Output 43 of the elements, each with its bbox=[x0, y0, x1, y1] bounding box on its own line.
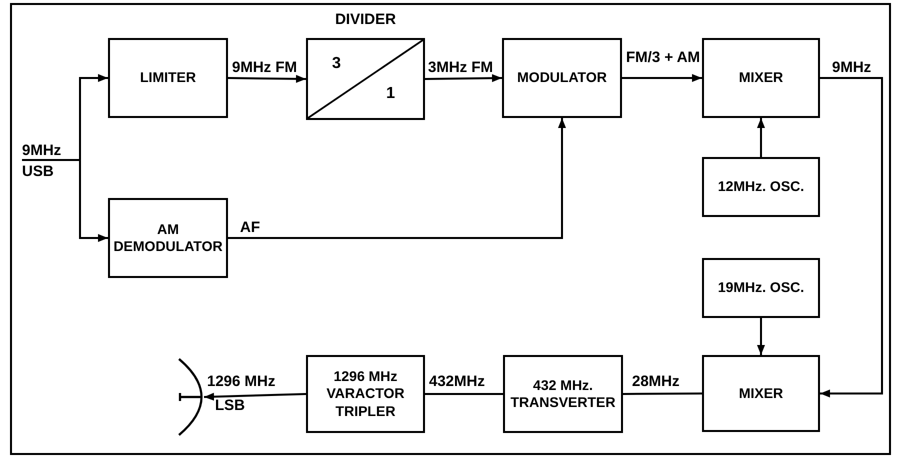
connector-arrow bbox=[424, 74, 502, 82]
edge-label: FM/3 + AM bbox=[626, 50, 700, 65]
block bbox=[702, 38, 820, 118]
connector-arrow bbox=[204, 392, 306, 401]
connector-arrow bbox=[622, 74, 702, 82]
block bbox=[306, 355, 425, 433]
block bbox=[702, 157, 820, 217]
block-label: LIMITER bbox=[139, 69, 197, 87]
block bbox=[503, 355, 623, 433]
connector-arrow bbox=[820, 77, 883, 398]
block-label: 19MHz. OSC. bbox=[716, 279, 806, 297]
edge-label: 432MHz bbox=[429, 374, 485, 389]
connector-arrow bbox=[757, 318, 765, 355]
connector-arrow bbox=[228, 74, 306, 83]
block-label: MIXER bbox=[738, 384, 784, 402]
signal-label: 9MHz bbox=[22, 143, 62, 158]
block-label: MODULATOR bbox=[516, 69, 608, 87]
block-label: 432 MHz. TRANSVERTER bbox=[509, 376, 616, 412]
connector-arrow bbox=[79, 74, 108, 161]
edge-label: AF bbox=[240, 220, 260, 235]
block-label: 12MHz. OSC. bbox=[716, 178, 806, 196]
block-label: 1296 MHz VARACTOR TRIPLER bbox=[325, 368, 406, 420]
edge-label: 1296 MHz bbox=[207, 374, 276, 389]
edge-label: 9MHz FM bbox=[232, 60, 297, 75]
block bbox=[108, 38, 228, 118]
antenna-dish-drawing bbox=[178, 358, 204, 436]
connector-arrow bbox=[228, 118, 566, 239]
block bbox=[108, 198, 228, 278]
block-title: DIVIDER bbox=[334, 12, 397, 27]
block-label: AM DEMODULATOR bbox=[112, 220, 224, 256]
divisor-numerator: 3 bbox=[332, 56, 341, 72]
block-label: MIXER bbox=[738, 69, 784, 87]
block bbox=[702, 258, 820, 318]
edge-label: 28MHz bbox=[632, 374, 680, 389]
edge-label: 9MHz bbox=[832, 60, 872, 75]
connector-arrow bbox=[79, 161, 108, 242]
block bbox=[702, 355, 820, 432]
signal-label: USB bbox=[22, 164, 55, 179]
block bbox=[502, 38, 622, 118]
divisor-denominator: 1 bbox=[386, 86, 395, 102]
connector-arrow bbox=[757, 118, 765, 157]
edge-label: 3MHz FM bbox=[428, 60, 493, 75]
signal-label: LSB bbox=[215, 398, 245, 413]
